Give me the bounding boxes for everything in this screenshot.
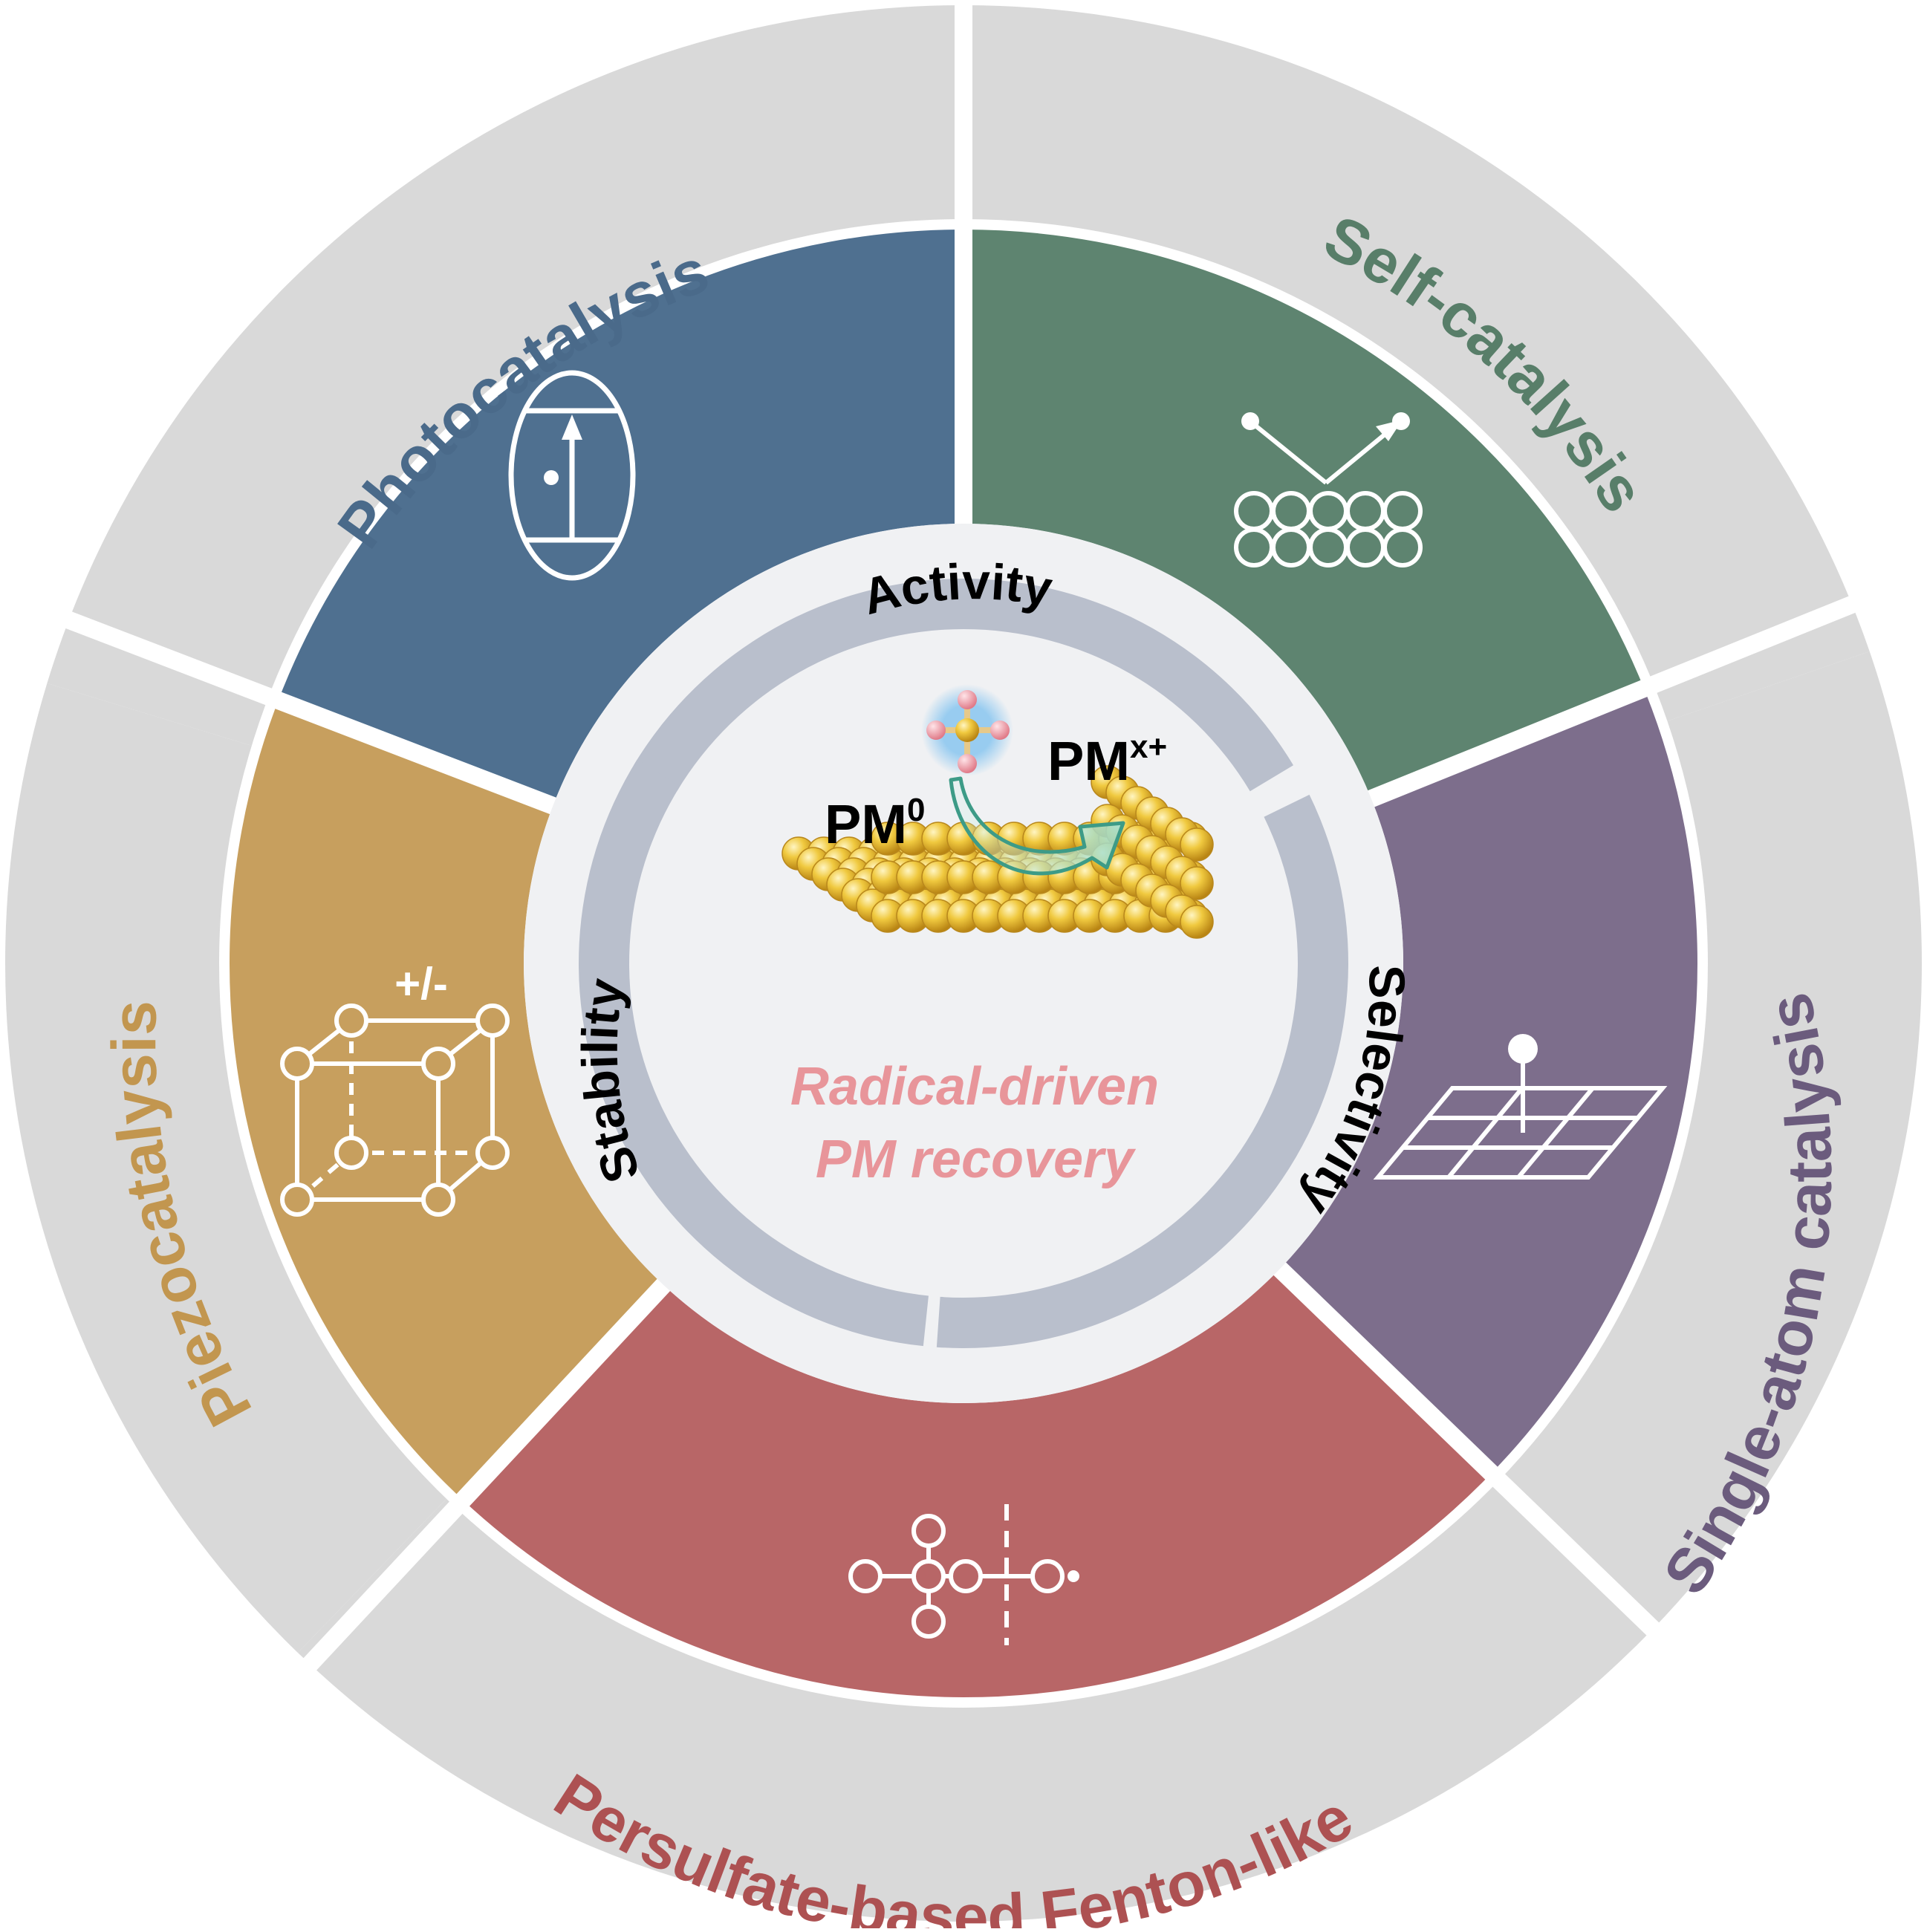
segment-fenton — [461, 1269, 1493, 1699]
pm-zero-label: PM0 — [825, 792, 925, 855]
method-segments — [227, 228, 1700, 1699]
outer-band-fenton — [297, 1479, 1653, 1922]
center-disc — [524, 524, 1403, 1403]
ring-arc-selectivity — [936, 794, 1348, 1348]
property-ring — [579, 579, 1348, 1348]
gold-atom — [1180, 905, 1214, 939]
gold-atom-slab — [781, 765, 1214, 939]
separator-line — [1366, 593, 1862, 808]
band-gap-icon — [508, 370, 636, 581]
persulfate-icon — [848, 1504, 1079, 1645]
outer-band-self-catalysis — [964, 5, 1870, 722]
center-title-line1: Radical-driven — [790, 1057, 1159, 1116]
outer-band-photo — [47, 5, 964, 747]
center-title-line2: PM recovery — [816, 1130, 1137, 1189]
single-atom-icon — [1373, 1034, 1668, 1180]
gold-atom — [1180, 866, 1214, 900]
ring-arc-activity — [633, 579, 1294, 792]
segment-separators — [59, 0, 1862, 1708]
band-separator-ring — [219, 219, 1708, 1708]
piezo-charge-label: +/- — [394, 959, 448, 1009]
outer-band-piezo — [5, 683, 448, 1653]
segment-single-atom — [1279, 688, 1700, 1474]
oxidation-arrow — [949, 776, 1125, 876]
ring-arc-stability — [579, 759, 929, 1347]
outer-band-single-atom — [1498, 651, 1922, 1630]
pm-ion-label: PMx+ — [1047, 729, 1167, 792]
segment-photocatalysis — [276, 228, 964, 806]
gold-atom — [1180, 827, 1214, 862]
complex-ion-molecule — [921, 684, 1013, 776]
separator-line — [59, 608, 558, 815]
separator-line — [1273, 1261, 1665, 1641]
piezo-lattice-icon — [280, 1004, 510, 1217]
surface-reaction-icon — [1234, 412, 1423, 567]
segment-piezo — [227, 700, 664, 1502]
segment-self-catalysis — [964, 228, 1645, 799]
separator-line — [298, 1278, 672, 1676]
outer-label-bands — [5, 5, 1922, 1922]
